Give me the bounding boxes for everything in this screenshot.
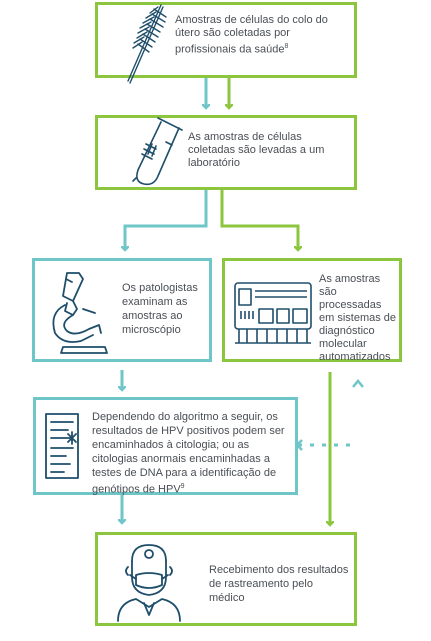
step-collect-box: Amostras de células do colo do útero são… xyxy=(95,2,357,84)
lab-report-icon xyxy=(45,413,79,479)
step-automated-text: As amostras são processadas em sistemas … xyxy=(319,273,397,363)
step-pathologists-box: Os patologistas examinam as amostras ao … xyxy=(32,258,212,362)
microscope-icon xyxy=(52,272,108,354)
step-collect-label: Amostras de células do colo do útero são… xyxy=(175,14,328,56)
doctor-icon xyxy=(117,544,181,622)
step-lab-text: As amostras de células coletadas são lev… xyxy=(188,131,325,169)
reference-9: 9 xyxy=(180,483,185,490)
step-algorithm-label: Dependendo do algoritmo a seguir, os res… xyxy=(92,411,285,496)
test-tube-icon xyxy=(132,117,183,186)
cervical-brush-icon xyxy=(127,4,167,84)
step-results-text: Recebimento dos resultados de rastreamen… xyxy=(209,564,349,604)
step-results-box: Recebimento dos resultados de rastreamen… xyxy=(95,532,357,626)
step-pathologists-text: Os patologistas examinam as amostras ao … xyxy=(122,282,198,336)
step-lab-box: As amostras de células coletadas são lev… xyxy=(95,115,357,190)
chevron-up-icon xyxy=(352,379,364,388)
step-collect-text: Amostras de células do colo do útero são… xyxy=(175,14,345,57)
arrow-lab-to-pathologists xyxy=(125,190,208,250)
lab-analyzer-icon xyxy=(234,282,312,344)
reference-8: 8 xyxy=(284,43,289,50)
arrow-lab-to-automated xyxy=(220,190,298,250)
step-algorithm-text: Dependendo do algoritmo a seguir, os res… xyxy=(92,410,292,497)
step-algorithm-box: Dependendo do algoritmo a seguir, os res… xyxy=(33,397,298,497)
step-automated-box: As amostras são processadas em sistemas … xyxy=(222,258,402,363)
